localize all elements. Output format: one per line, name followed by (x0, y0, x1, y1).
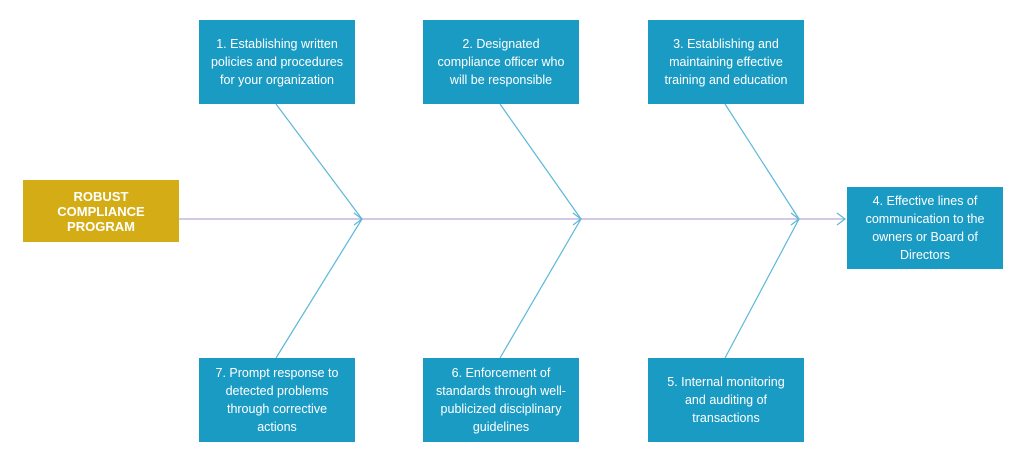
bone-2 (499, 103, 582, 220)
cause-label-2: 2. Designated compliance officer who wil… (437, 37, 565, 87)
bone-6 (499, 218, 582, 359)
cause-box-7: 7. Prompt response to detected problems … (199, 358, 355, 442)
fishbone-head-box: ROBUST COMPLIANCE PROGRAM (23, 180, 179, 242)
cause-label-1: 1. Establishing written policies and pro… (210, 37, 344, 87)
bone-7 (275, 218, 363, 359)
cause-label-5: 5. Internal monitoring and auditing of t… (667, 375, 785, 425)
cause-box-5: 5. Internal monitoring and auditing of t… (648, 358, 804, 442)
cause-box-2: 2. Designated compliance officer who wil… (423, 20, 579, 104)
bone-3 (724, 103, 800, 220)
bone-5 (724, 218, 800, 359)
cause-label-4: 4. Effective lines of communication to t… (865, 194, 985, 262)
spine-arrow-end (836, 212, 846, 226)
cause-box-3: 3. Establishing and maintaining effectiv… (648, 20, 804, 104)
cause-label-6: 6. Enforcement of standards through well… (436, 366, 566, 434)
cause-box-1: 1. Establishing written policies and pro… (199, 20, 355, 104)
fishbone-head-label: ROBUST COMPLIANCE PROGRAM (57, 188, 145, 234)
cause-label-3: 3. Establishing and maintaining effectiv… (664, 37, 788, 87)
cause-box-4: 4. Effective lines of communication to t… (847, 187, 1003, 269)
bone-1 (275, 103, 363, 220)
cause-label-7: 7. Prompt response to detected problems … (215, 366, 339, 434)
cause-box-6: 6. Enforcement of standards through well… (423, 358, 579, 442)
